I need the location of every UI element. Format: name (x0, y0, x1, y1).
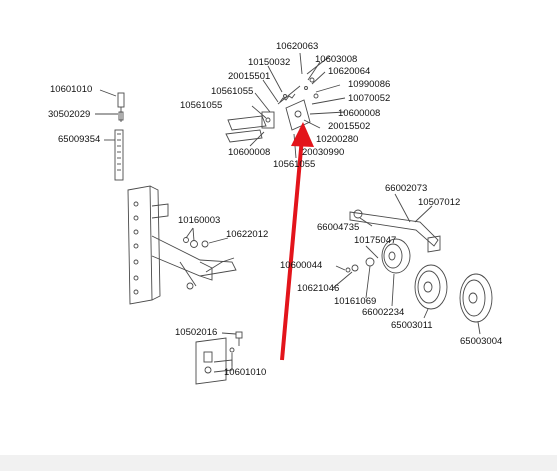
part-number-label: 65003011 (391, 320, 433, 331)
latch-arm (227, 115, 267, 131)
part-number-label: 66004735 (317, 222, 360, 233)
part-number-label: 10601010 (50, 84, 93, 95)
part-number-label: 66002073 (385, 183, 428, 194)
pulley-medium (414, 264, 448, 319)
part-number-label: 10150032 (248, 57, 291, 68)
indicator-arrow-head (291, 122, 314, 147)
frame-washers (183, 227, 229, 248)
part-number-label: 10561055 (273, 159, 316, 170)
frame-arm (151, 235, 237, 277)
part-number-label: 20030990 (302, 147, 345, 158)
part-number-label: 10561055 (180, 100, 223, 111)
part-number-label: 10175047 (354, 235, 397, 246)
part-number-label: 10620063 (276, 41, 319, 52)
bolt-assembly (95, 89, 125, 181)
part-number-label: 10990086 (348, 79, 391, 90)
latch-bracket (261, 111, 275, 129)
part-number-label: 10200280 (316, 134, 359, 145)
latch-plate (285, 99, 311, 131)
part-number-label: 10502016 (175, 327, 218, 338)
part-number-label: 10160003 (178, 215, 221, 226)
part-number-label: 20015502 (328, 121, 371, 132)
indicator-arrow-line (280, 137, 304, 361)
pin (114, 129, 124, 181)
bottom-strip (0, 455, 557, 471)
lower-bracket (195, 331, 243, 385)
shaft (349, 211, 439, 247)
latch-assembly (225, 52, 346, 159)
part-number-label: 66002234 (362, 307, 405, 318)
part-number-label: 10600008 (228, 147, 271, 158)
part-number-label: 65009354 (58, 134, 101, 145)
part-number-label: 10600008 (338, 108, 381, 119)
part-number-label: 10601010 (224, 367, 267, 378)
part-number-label: 10620064 (328, 66, 371, 77)
part-number-label: 10070052 (348, 93, 391, 104)
pulley-small (332, 238, 411, 307)
spring (277, 85, 301, 105)
part-number-label: 20015501 (228, 71, 271, 82)
part-number-label: 10603008 (315, 54, 358, 65)
part-number-label: 10507012 (418, 197, 461, 208)
main-frame (127, 185, 237, 305)
part-number-label: 65003004 (460, 336, 503, 347)
part-number-label: 10621046 (297, 283, 340, 294)
pulley-large (459, 273, 493, 335)
part-number-label: 10622012 (226, 229, 269, 240)
part-number-label: 10161069 (334, 296, 377, 307)
part-number-label: 10600044 (280, 260, 323, 271)
shaft-assembly (349, 193, 441, 259)
part-number-label: 30502029 (48, 109, 91, 120)
part-number-label: 10561055 (211, 86, 254, 97)
